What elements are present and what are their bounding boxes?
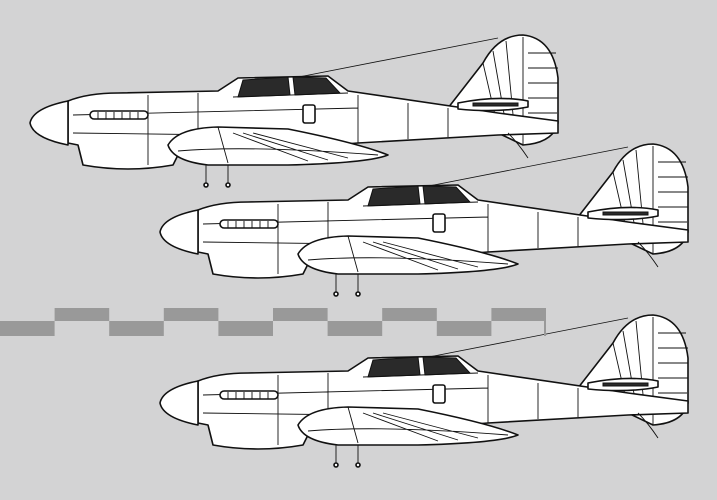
scale-bar-segment bbox=[491, 308, 546, 321]
scale-bar-segment bbox=[436, 321, 492, 336]
aircraft-profile-3 bbox=[159, 314, 689, 468]
scale-bar bbox=[0, 308, 546, 336]
scale-bar-segment bbox=[109, 321, 164, 336]
scale-bar-segment bbox=[54, 308, 110, 321]
scale-bar-segment bbox=[327, 321, 383, 336]
aircraft-profile-1 bbox=[29, 34, 559, 188]
scale-bar-segment bbox=[273, 308, 328, 321]
aircraft-profile-2 bbox=[159, 143, 689, 297]
scale-bar-segment bbox=[163, 308, 219, 321]
scale-bar-segment bbox=[0, 321, 55, 336]
scale-bar-segment bbox=[382, 308, 437, 321]
scale-bar-end-tick bbox=[544, 308, 546, 336]
scale-bar-segment bbox=[218, 321, 273, 336]
